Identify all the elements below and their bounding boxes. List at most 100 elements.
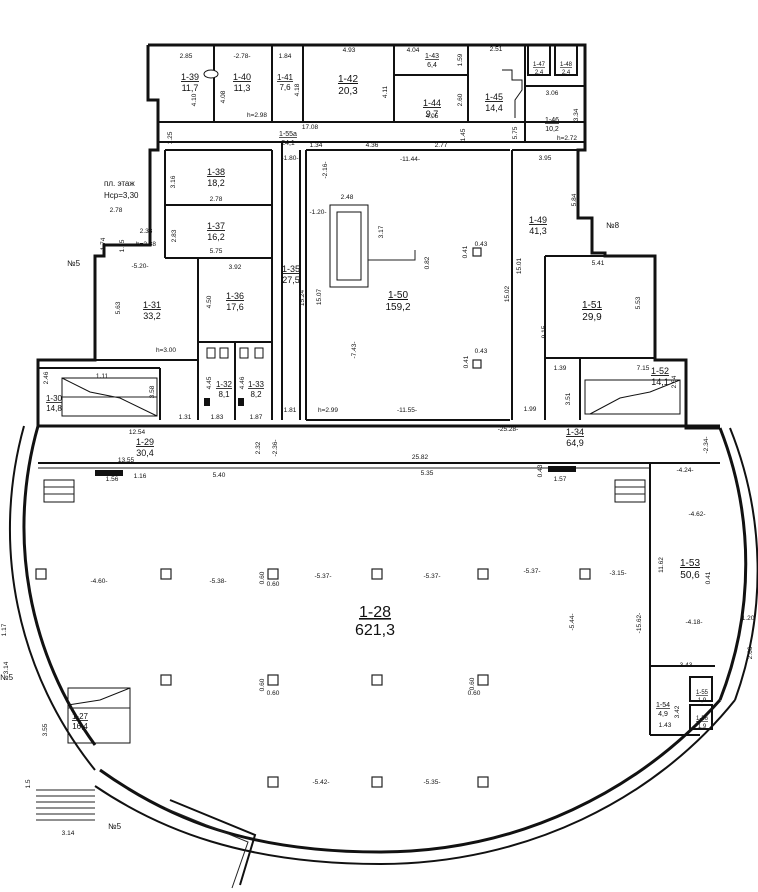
dimension-label: 1.17 — [1, 623, 8, 636]
dimension-label: 4.18 — [294, 83, 301, 96]
room-area: 1,9 — [698, 724, 707, 730]
dimension-label: -2.36- — [272, 440, 279, 457]
dimension-label: 5.63 — [115, 301, 122, 314]
room-number: 1-51 — [582, 300, 602, 311]
dimension-label: 1.16 — [134, 473, 147, 480]
dimension-label: h=2.99 — [318, 407, 338, 414]
ceiling-note-height: Нср=3,30 — [104, 191, 139, 200]
dimension-label: 3.34 — [573, 108, 580, 121]
dimension-label: 3.51 — [565, 392, 572, 405]
dimension-label: 5.53 — [635, 296, 642, 309]
dimension-label: -11.55- — [397, 407, 417, 414]
dimension-label: -2.34- — [703, 437, 710, 454]
dimension-label: 2.66 — [747, 646, 754, 659]
stair-steps — [36, 789, 95, 821]
dimension-label: -5.37- — [424, 573, 441, 580]
fixtures — [95, 44, 713, 730]
room-number: 1-50 — [388, 290, 408, 301]
room-number: 1-28 — [359, 604, 391, 621]
dimension-label: 2.60 — [457, 93, 464, 106]
dimension-label: 2.46 — [43, 371, 50, 384]
dimension-label: 2.32 — [255, 441, 262, 454]
dimension-label: 2.54 — [671, 375, 678, 388]
dimension-label: 5.40 — [213, 472, 226, 479]
room-number: 1-53 — [680, 558, 700, 569]
room-number: 1-29 — [136, 437, 154, 447]
dimension-label: 5.75 — [512, 126, 519, 139]
interior-walls — [38, 45, 715, 736]
dimension-label: 15.24 — [299, 289, 306, 306]
dimension-label: 4.50 — [206, 295, 213, 308]
dimension-label: 4.04 — [407, 47, 420, 54]
dimension-label: 2.85 — [180, 53, 193, 60]
dimension-label: h=2.72 — [557, 135, 577, 142]
room-number: 1-49 — [529, 215, 547, 225]
dimension-label: 3.17 — [378, 225, 385, 238]
dimension-label: 1.39 — [554, 365, 567, 372]
dimension-label: 4.11 — [382, 86, 389, 99]
dimension-label: 0.41 — [462, 245, 469, 258]
marker-5-bottom: №5 — [108, 822, 122, 831]
dimension-label: 0.60 — [259, 571, 266, 584]
stairs — [36, 69, 681, 889]
dimension-label: 1.74 — [100, 237, 107, 250]
dimension-label: 1.81 — [284, 407, 297, 414]
room-area: 8,2 — [250, 390, 262, 399]
room-number: 1-38 — [207, 167, 225, 177]
dimension-label: 1.25 — [119, 239, 126, 252]
room-number: 1-46 — [545, 117, 559, 124]
dimension-label: h=2.88 — [136, 241, 156, 248]
room-area: 4,9 — [658, 711, 668, 718]
dimension-label: 3.95 — [539, 155, 552, 162]
dimension-label: -5.37- — [315, 573, 332, 580]
room-number: 1-56 — [696, 716, 709, 722]
room-area: 2,4 — [535, 70, 544, 76]
room-number: 1-54 — [656, 702, 670, 709]
marker-5-top: №5 — [67, 259, 81, 268]
dimension-label: 2.77 — [435, 142, 448, 149]
room-number: 1-41 — [277, 73, 294, 82]
dimension-label: 1.25 — [167, 131, 174, 144]
dimension-label: 5.41 — [592, 260, 605, 267]
room-number: 1-55 — [696, 690, 709, 696]
dimension-label: 4.08 — [220, 90, 227, 103]
dimension-label: 1.83 — [211, 414, 224, 421]
dimension-label: -4.18- — [686, 619, 703, 626]
dimension-label: 4.36 — [366, 142, 379, 149]
room-area: 14,8 — [46, 404, 62, 413]
dimension-label: 5.84 — [571, 193, 578, 206]
room-number: 1-43 — [425, 53, 439, 60]
outer-walls — [8, 43, 758, 866]
room-number: 1-47 — [533, 62, 546, 68]
dimension-label: 0.60 — [267, 581, 280, 588]
room-area: 16,2 — [207, 232, 225, 242]
room-area: 29,9 — [582, 312, 602, 323]
marker-5-left: №5 — [0, 673, 14, 682]
dimension-label: 1.45 — [460, 128, 467, 141]
room-area: 621,3 — [355, 622, 395, 639]
dimension-label: 0.43 — [475, 241, 488, 248]
room-number: 1-33 — [248, 380, 265, 389]
room-number: 1-27 — [72, 712, 89, 721]
dimension-label: 0.60 — [469, 677, 476, 690]
dimension-label: -4.24- — [677, 467, 694, 474]
dimension-label: 1.20 — [742, 615, 755, 622]
dimension-label: 3.14 — [62, 830, 75, 837]
dimension-label: 2.78 — [210, 196, 223, 203]
dimension-label: 3.16 — [170, 175, 177, 188]
room-area: 159,2 — [385, 302, 410, 313]
room-area: 9,7 — [426, 109, 439, 119]
dimension-label: 1.99 — [524, 406, 537, 413]
dimension-label: -5.42- — [313, 779, 330, 786]
dimension-label: 0.41 — [463, 355, 470, 368]
dimension-label: 3.43 — [680, 662, 693, 669]
room-area: 10,2 — [545, 126, 559, 133]
room-area: 17,6 — [226, 302, 244, 312]
dimension-label: 12.54 — [129, 429, 146, 436]
dimension-label: 0.43 — [537, 464, 544, 477]
room-area: 18,2 — [207, 178, 225, 188]
dimension-label: h=2.98 — [247, 112, 267, 119]
room-area: 14,4 — [485, 103, 503, 113]
dimension-label: -4.62- — [689, 511, 706, 518]
